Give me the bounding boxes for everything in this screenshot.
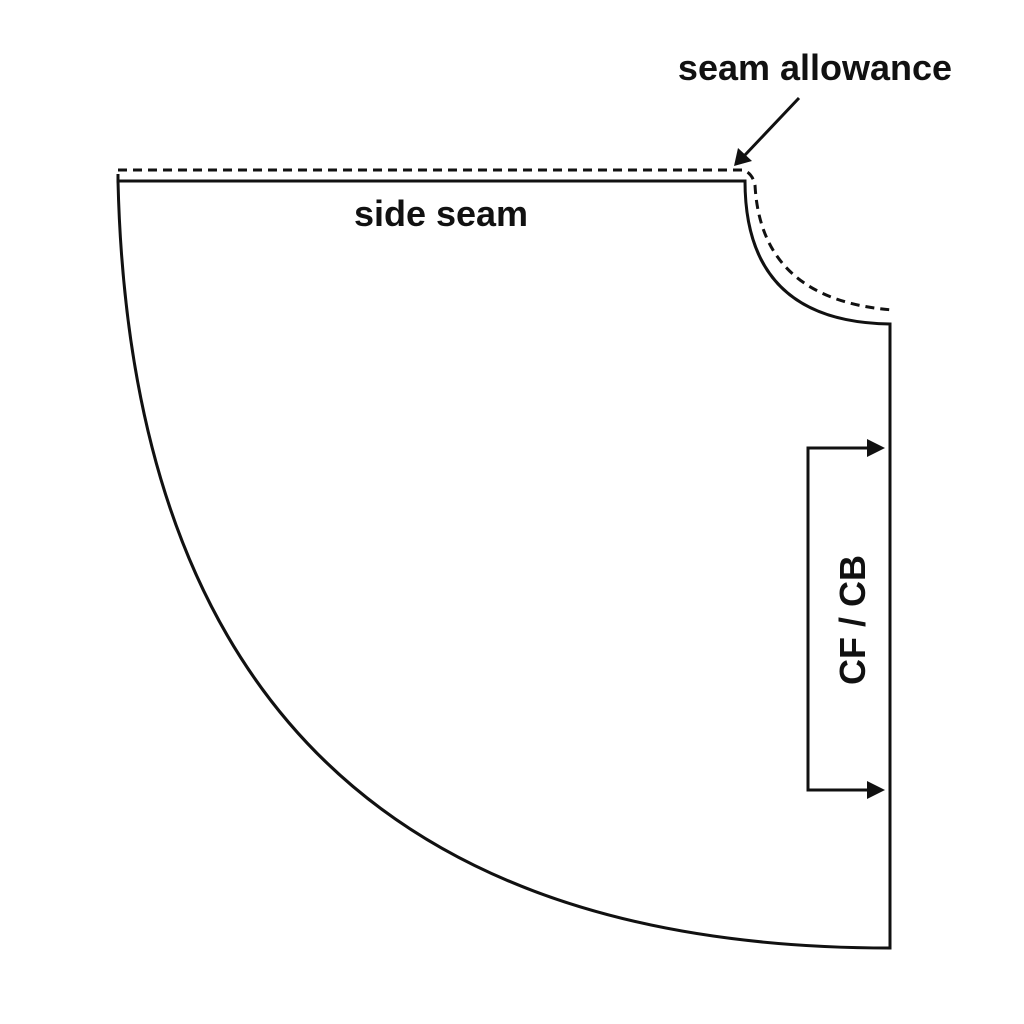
grainline-arrowhead-bottom: [867, 781, 885, 799]
seam-allowance-line: [118, 168, 894, 312]
side-seam-label: side seam: [354, 193, 528, 234]
grainline-arrowhead-top: [867, 439, 885, 457]
seam-allowance-label: seam allowance: [678, 47, 952, 88]
grainline-label: CF / CB: [832, 555, 873, 685]
grainline-bracket: [806, 446, 873, 792]
seam-allowance-arrowhead: [734, 148, 752, 166]
seam-allowance-leader: [743, 96, 801, 157]
pattern-piece-outline: [116, 174, 892, 950]
